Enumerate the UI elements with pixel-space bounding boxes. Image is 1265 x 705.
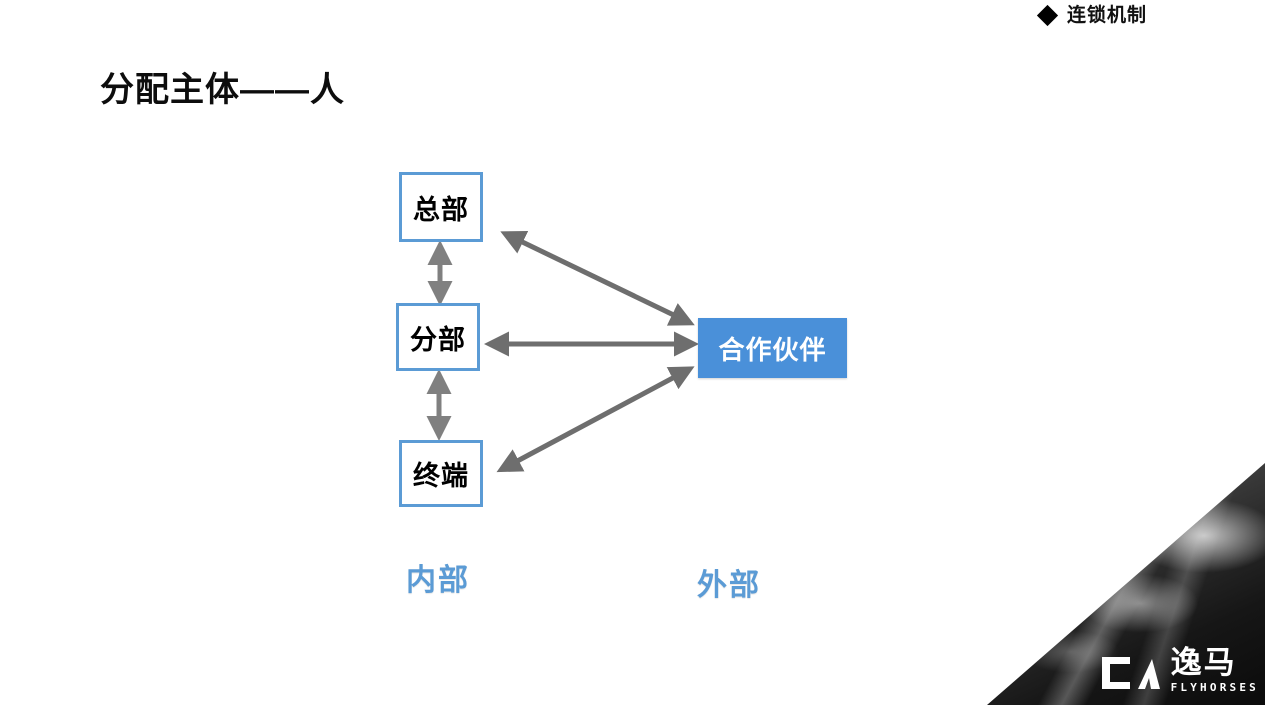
node-branch[interactable]: 分部 (396, 303, 480, 371)
node-partner[interactable]: 合作伙伴 (698, 318, 847, 378)
connector-terminal-partner (496, 366, 695, 473)
zone-label-external: 外部 (697, 569, 761, 602)
corner-artwork (987, 463, 1265, 705)
logo-wordmark: 逸马 FLYHORSES (1171, 647, 1259, 693)
zone-label-internal: 内部 (406, 564, 470, 597)
node-terminal[interactable]: 终端 (399, 440, 483, 507)
connector-hq-partner (500, 230, 695, 326)
section-marker: 连锁机制 (1036, 4, 1147, 27)
node-headquarters[interactable]: 总部 (399, 172, 483, 242)
flyhorses-mark-icon (1101, 657, 1160, 689)
logo-english-name: FLYHORSES (1170, 681, 1259, 694)
brand-logo: 逸马 FLYHORSES (1100, 647, 1259, 693)
logo-chinese-name: 逸马 (1170, 645, 1237, 680)
page-title: 分配主体——人 (100, 71, 345, 109)
section-label: 连锁机制 (1066, 5, 1147, 26)
